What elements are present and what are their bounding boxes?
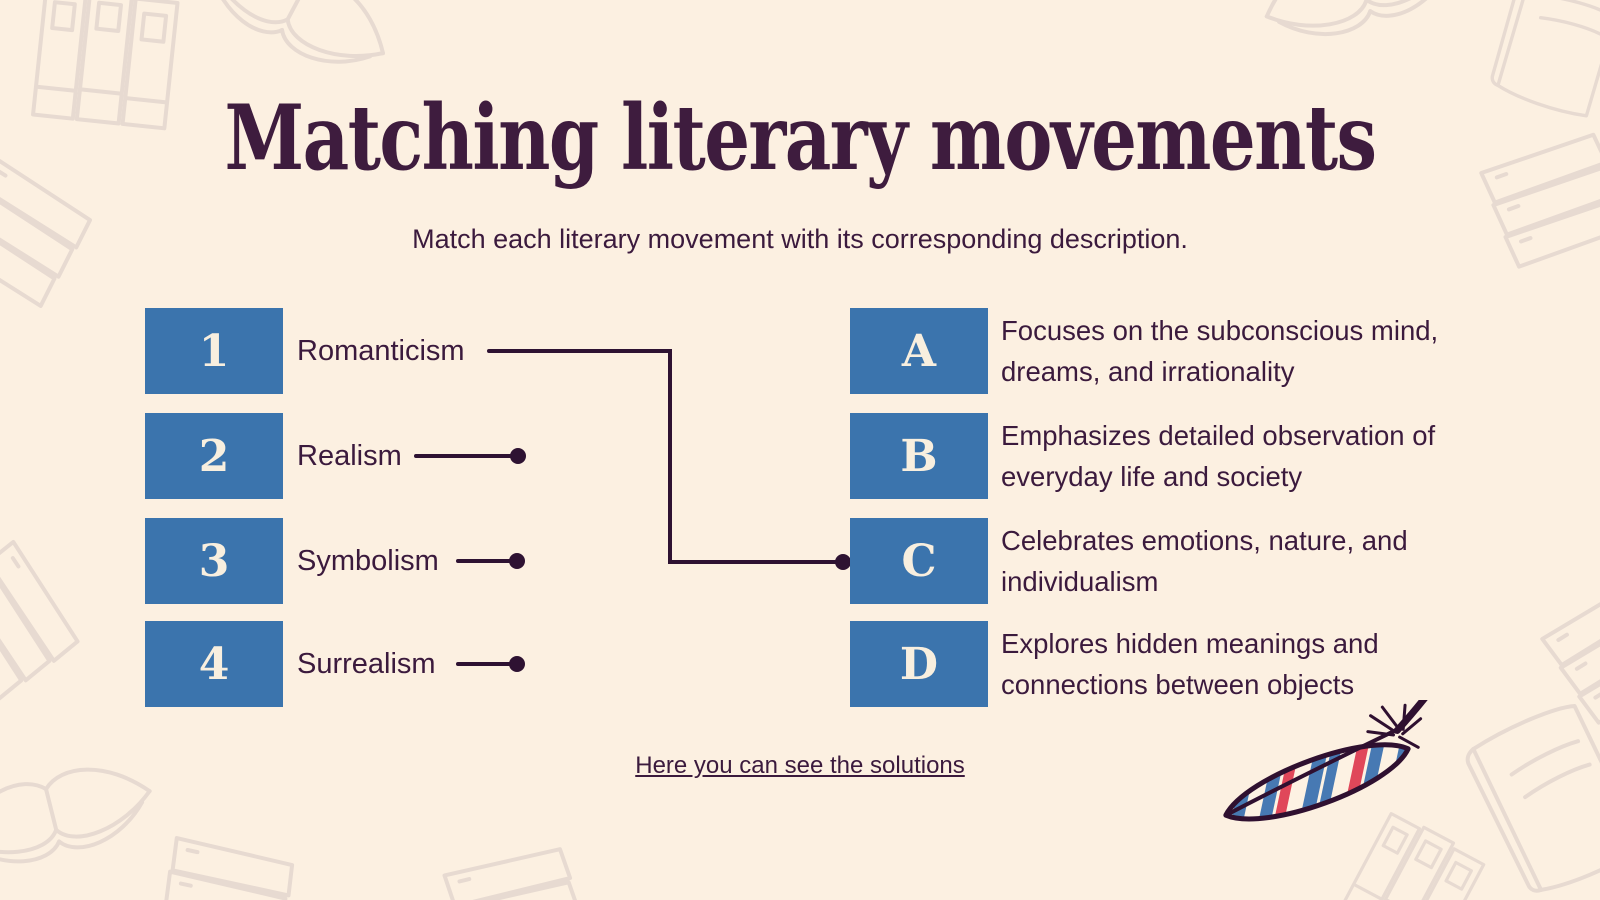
description-item-d[interactable]: D Explores hidden meanings and connectio… — [850, 621, 1379, 707]
movement-label: Surrealism — [297, 647, 436, 680]
movement-item-symbolism[interactable]: 3 Symbolism — [145, 518, 439, 604]
connector-stub-4[interactable] — [456, 656, 525, 672]
number-box-1[interactable]: 1 — [145, 308, 283, 394]
description-text: Emphasizes detailed observation of every… — [1001, 420, 1436, 492]
description-item-b[interactable]: B Emphasizes detailed observation of eve… — [850, 413, 1435, 499]
movement-label: Realism — [297, 439, 402, 472]
movement-label: Romanticism — [297, 334, 465, 367]
description-text: Explores hidden meanings and connections… — [1001, 628, 1379, 700]
description-text: Celebrates emotions, nature, and individ… — [1001, 525, 1408, 597]
connector-stub-3[interactable] — [456, 553, 525, 569]
description-item-c[interactable]: C Celebrates emotions, nature, and indiv… — [850, 518, 1408, 604]
number-box-2[interactable]: 2 — [145, 413, 283, 499]
number-box-4[interactable]: 4 — [145, 621, 283, 707]
number-box-3[interactable]: 3 — [145, 518, 283, 604]
letter-box-d[interactable]: D — [850, 621, 988, 707]
description-text: Focuses on the subconscious mind, dreams… — [1001, 315, 1439, 387]
instructions-text: Match each literary movement with its co… — [412, 224, 1188, 254]
movement-item-surrealism[interactable]: 4 Surrealism — [145, 621, 436, 707]
connection-line-1-to-C[interactable] — [487, 349, 851, 570]
description-item-a[interactable]: A Focuses on the subconscious mind, drea… — [850, 308, 1438, 394]
connector-stub-2[interactable] — [414, 448, 526, 464]
letter-box-b[interactable]: B — [850, 413, 988, 499]
letter-box-c[interactable]: C — [850, 518, 988, 604]
page-title: Matching literary movements — [224, 85, 1377, 191]
solutions-link[interactable]: Here you can see the solutions — [635, 752, 965, 779]
solutions-row: Here you can see the solutions — [0, 752, 1600, 780]
movement-item-romanticism[interactable]: 1 Romanticism — [145, 308, 465, 394]
movement-item-realism[interactable]: 2 Realism — [145, 413, 402, 499]
letter-box-a[interactable]: A — [850, 308, 988, 394]
movement-label: Symbolism — [297, 544, 439, 577]
feather-icon — [1218, 700, 1438, 837]
